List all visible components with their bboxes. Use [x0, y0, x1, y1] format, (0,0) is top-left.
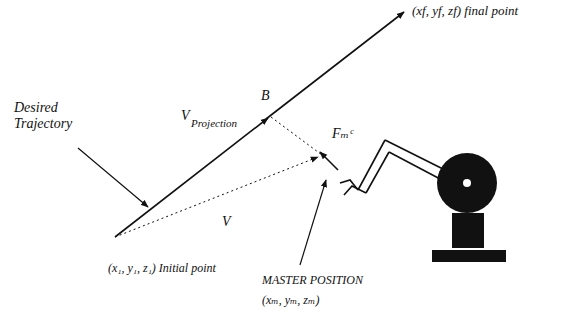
vector-label: V: [222, 214, 231, 230]
point-label: B: [261, 88, 270, 104]
trajectory-line: [115, 118, 268, 237]
trajectory-label: Desired Trajectory: [14, 100, 94, 132]
trajectory-line: [266, 12, 404, 119]
vector-label: V: [181, 108, 190, 124]
robot-pedestal: [452, 213, 484, 248]
robot-joint: [463, 179, 471, 187]
vector-v: [115, 157, 318, 237]
leader-arrow: [300, 180, 326, 265]
subscript-label: Projection: [191, 117, 237, 130]
point-label: (xf, yf, zf) final point: [412, 4, 518, 19]
projection-line: [271, 117, 326, 158]
point-label: (x₁, y₁, z₁) Initial point: [108, 262, 216, 276]
robot-base: [432, 250, 506, 262]
leader-arrow: [78, 148, 148, 207]
master-label: MASTER POSITION: [262, 274, 363, 288]
coordinate-label: (xₘ, yₘ, zₘ): [262, 294, 319, 308]
force-label: Fₘᶜ: [332, 126, 353, 142]
force-arrow: [320, 152, 338, 170]
robot-arm: [340, 140, 445, 195]
robot-shoulder: [437, 153, 497, 213]
